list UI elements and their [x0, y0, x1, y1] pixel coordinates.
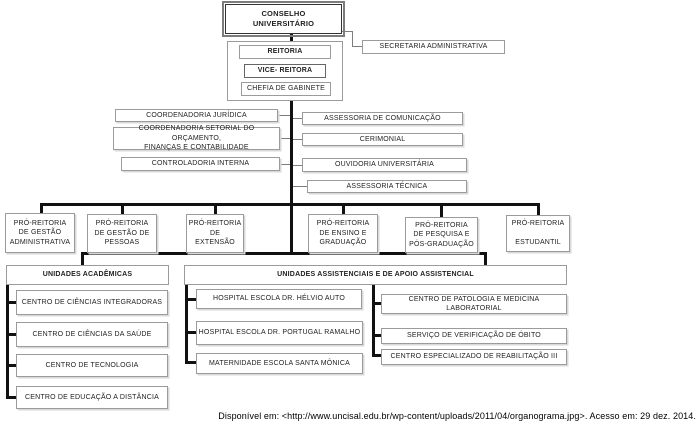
connector-line	[372, 285, 375, 357]
org-box-centro-patologia-medicina-laboratorial: CENTRO DE PATOLOGIA E MEDICINA LABORATOR…	[381, 294, 567, 314]
connector-line	[280, 138, 290, 139]
org-box-centro-ciencias-integradoras: CENTRO DE CIÊNCIAS INTEGRADORAS	[16, 290, 168, 315]
org-box-assessoria-de-comunicacao: ASSESSORIA DE COMUNICAÇÃO	[302, 112, 463, 125]
connector-line	[372, 354, 381, 357]
org-box-coordenadoria-juridica: COORDENADORIA JURÍDICA	[115, 109, 278, 122]
org-box-controladoria-interna: CONTROLADORIA INTERNA	[121, 157, 280, 171]
org-box-assessoria-tecnica: ASSESSORIA TÉCNICA	[307, 180, 467, 193]
org-box-maternidade-santa-monica: MATERNIDADE ESCOLA SANTA MÔNICA	[196, 353, 363, 374]
org-box-chefia-de-gabinete: CHEFIA DE GABINETE	[241, 82, 331, 96]
connector-line	[440, 203, 443, 217]
org-box-centro-ciencias-da-saude: CENTRO DE CIÊNCIAS DA SAÚDE	[16, 322, 168, 347]
connector-line	[352, 46, 362, 47]
connector-line	[293, 118, 302, 119]
connector-line	[342, 203, 345, 214]
org-box-pro-reitoria-gestao-administrativa: PRÓ-REITORIA DE GESTÃO ADMINISTRATIVA	[5, 213, 75, 253]
org-box-conselho-universitario: CONSELHO UNIVERSITÁRIO	[222, 1, 345, 37]
connector-line	[185, 331, 196, 334]
org-box-secretaria-administrativa: SECRETARIA ADMINISTRATIVA	[362, 40, 505, 54]
org-box-pro-reitoria-ensino-graduacao: PRÓ-REITORIA DE ENSINO E GRADUAÇÃO	[308, 214, 378, 253]
connector-line	[293, 139, 302, 140]
connector-line	[372, 302, 381, 305]
connector-line	[484, 252, 487, 265]
connector-line	[290, 33, 293, 42]
connector-line	[293, 165, 302, 166]
connector-line	[6, 396, 16, 399]
org-box-pro-reitoria-extensao: PRÓ-REITORIA DE EXTENSÃO	[186, 214, 244, 253]
org-box-coordenadoria-setorial-orcamento: COORDENADORIA SETORIAL DO ORÇAMENTO, FIN…	[113, 125, 280, 151]
connector-line	[40, 203, 43, 214]
org-box-servico-verificacao-de-obito: SERVIÇO DE VERIFICAÇÃO DE ÓBITO	[381, 328, 567, 344]
connector-line	[121, 203, 124, 214]
org-box-pro-reitoria-pesquisa-pos-graduacao: PRÓ-REITORIA DE PESQUISA E PÓS-GRADUAÇÃO	[405, 217, 478, 253]
org-box-centro-especializado-reabilitacao: CENTRO ESPECIALIZADO DE REABILITAÇÃO III	[381, 349, 567, 365]
org-box-cerimonial: CERIMONIAL	[302, 133, 463, 146]
org-box-vice-reitora: VICE- REITORA	[244, 64, 326, 78]
source-citation: Disponível em: <http://www.uncisal.edu.b…	[218, 411, 696, 421]
connector-line	[290, 100, 293, 255]
connector-line	[40, 203, 540, 206]
org-box-pro-reitoria-estudantil: PRÓ-REITORIA ESTUDANTIL	[506, 215, 570, 252]
connector-line	[280, 164, 290, 165]
connector-line	[6, 285, 9, 399]
connector-line	[278, 115, 290, 116]
connector-line	[185, 298, 196, 301]
org-box-centro-educacao-a-distancia: CENTRO DE EDUCAÇÃO A DISTÂNCIA	[16, 386, 168, 409]
connector-line	[6, 364, 16, 367]
org-box-hospital-portugal-ramalho: HOSPITAL ESCOLA DR. PORTUGAL RAMALHO	[196, 321, 363, 345]
connector-line	[185, 285, 188, 364]
org-box-ouvidoria-universitaria: OUVIDORIA UNIVERSITÁRIA	[302, 158, 467, 172]
connector-line	[81, 252, 487, 255]
connector-line	[6, 301, 16, 304]
connector-line	[293, 186, 307, 187]
connector-line	[537, 203, 540, 215]
org-box-pro-reitoria-gestao-de-pessoas: PRÓ-REITORIA DE GESTÃO DE PESSOAS	[87, 214, 157, 253]
connector-line	[185, 361, 196, 364]
org-box-reitoria: REITORIA	[239, 45, 331, 59]
org-box-centro-de-tecnologia: CENTRO DE TECNOLOGIA	[16, 354, 168, 377]
connector-line	[81, 252, 84, 265]
connector-line	[6, 333, 16, 336]
connector-line	[342, 31, 353, 32]
connector-line	[214, 203, 217, 214]
org-box-hospital-helvio-auto: HOSPITAL ESCOLA DR. HÉLVIO AUTO	[196, 289, 362, 309]
section-header-unidades-academicas: UNIDADES ACADÊMICAS	[6, 265, 169, 285]
connector-line	[352, 31, 353, 47]
section-header-unidades-assistenciais: UNIDADES ASSISTENCIAIS E DE APOIO ASSIST…	[184, 265, 567, 285]
connector-line	[372, 334, 381, 337]
